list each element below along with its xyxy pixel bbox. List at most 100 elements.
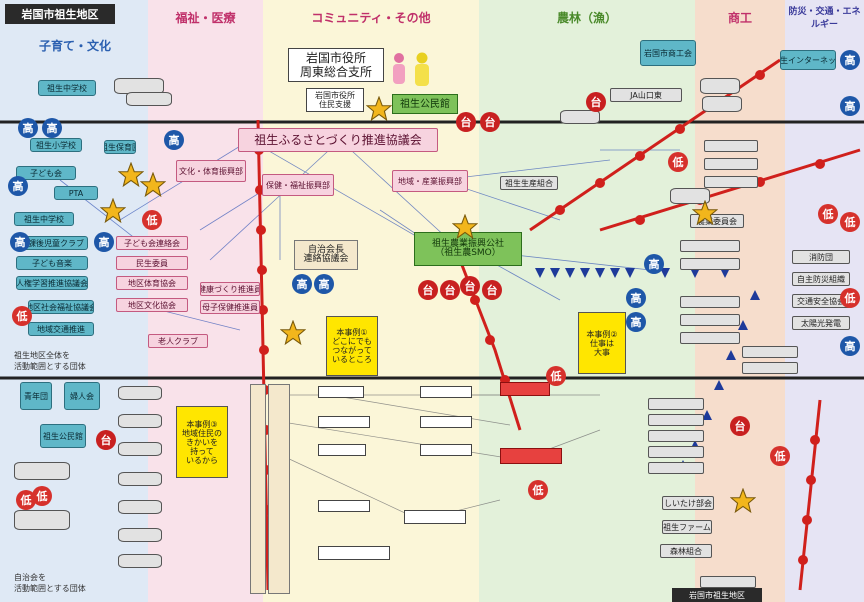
health-dept-box: 保健・福祉振興部 [262,174,334,196]
base-badge: 台 [482,280,502,300]
teal-item: 祖生中学校 [14,212,74,226]
es-box: 祖生小学校 [30,138,82,152]
low-badge: 低 [668,152,688,172]
low-badge: 低 [528,480,548,500]
stack-item [680,240,740,252]
band-header-commerce: 商工 [727,10,752,25]
drum-item [560,110,600,124]
list-item [318,444,366,456]
base-badge: 台 [586,92,606,112]
band-header-agriculture: 農林（漁） [556,10,617,25]
red-label-box [500,448,562,464]
band-header-welfare: 福祉・医療 [175,10,236,25]
base-badge: 台 [440,280,460,300]
drum-item [118,472,162,486]
list-item [420,416,472,428]
right-item: 森林組合 [660,544,712,558]
bottom-right-title: 岩国市祖生地区 [672,588,762,602]
list-item [318,500,370,512]
stack-item [704,158,758,170]
high-badge: 高 [626,312,646,332]
high-badge: 高 [18,118,38,138]
red-label-box [500,382,550,396]
low-badge: 低 [12,306,32,326]
right-item: 消防団 [792,250,850,264]
low-badge: 低 [840,212,860,232]
stack-item [680,258,740,270]
stack-item [648,446,704,458]
drum-item [126,92,172,106]
high-badge: 高 [626,288,646,308]
high-badge: 高 [94,232,114,252]
pink-item: 母子保健推進員 [200,300,260,314]
case-note-1: 本事例① どこにでも つながって いるところ [326,316,378,376]
pink-item: 老人クラブ [148,334,208,348]
band-header-childcare: 子育て・文化 [38,38,111,53]
pink-item: 健康づくり推進員 [200,282,260,296]
base-badge: 台 [418,280,438,300]
right-item: 自主防災組織 [792,272,850,286]
city-office2-box: 岩国市役所 住民支援 [306,88,364,112]
star-icon [280,320,306,346]
high-badge: 高 [164,130,184,150]
drum-item [700,78,740,94]
person-icon [393,53,405,84]
right-item: 岩国市商工会 [640,40,696,66]
culture-dept-box: 文化・体育振興部 [176,160,246,182]
teal-item: 青年団 [20,382,52,410]
low-badge: 低 [840,288,860,308]
kindergarten-box: 祖生保育園 [104,140,136,154]
stack-item [680,296,740,308]
star-icon [366,96,392,122]
high-badge: 高 [8,176,28,196]
stack-item [648,462,704,474]
high-badge: 高 [840,336,860,356]
drum-item [118,500,162,514]
right-item: しいたけ部会 [662,496,714,510]
band-header-disaster: 防災・交通・エネルギー [788,7,861,30]
teal-item: 地区社会福祉協議会 [28,300,94,314]
high-badge: 高 [292,274,312,294]
star-icon [692,200,718,226]
high-badge: 高 [314,274,334,294]
base-badge: 台 [96,430,116,450]
teal-item: 婦人会 [64,382,100,410]
teal-item: 子ども会 [16,166,76,180]
drum-item [118,414,162,428]
right-item: 祖生生産組合 [500,176,558,190]
case-note-3: 本事例③ 地域住民の きかいを 持って いるから [176,406,228,478]
pink-item: 子ども会連絡会 [116,236,188,250]
stack-item [648,414,704,426]
high-badge: 高 [42,118,62,138]
list-item [404,510,466,524]
list-item [318,416,370,428]
high-badge: 高 [840,50,860,70]
high-badge: 高 [840,96,860,116]
stack-item [704,176,758,188]
stack-item [648,430,704,442]
base-badge: 台 [456,112,476,132]
jichikai-box: 自治会長 連絡協議会 [294,240,358,270]
drum-item [118,554,162,568]
map-title: 岩国市祖生地区 [5,4,115,24]
jhs-box: 祖生中学校 [38,80,96,96]
community-center-box: 祖生公民館 [392,94,458,114]
scope-note-area: 祖生地区全体を 活動範囲とする団体 [14,351,86,371]
drum-item [118,386,162,400]
drum-item [14,462,70,480]
star-icon [100,198,126,224]
drum-item [118,442,162,456]
high-badge: 高 [644,254,664,274]
stack-item [742,362,798,374]
right-item: 太陽光発電 [792,316,850,330]
star-icon [140,172,166,198]
stack-item [680,314,740,326]
council-box: 祖生ふるさとづくり推進協議会 [238,128,438,152]
farm-org-box: 祖生農業振興公社 （祖生農SMO） [414,232,522,266]
teal-item: 子ども音楽 [16,256,88,270]
ladder-column [250,384,266,594]
teal-item: 放課後児童クラブ [16,236,88,250]
base-badge: 台 [480,112,500,132]
star-icon [452,214,478,240]
